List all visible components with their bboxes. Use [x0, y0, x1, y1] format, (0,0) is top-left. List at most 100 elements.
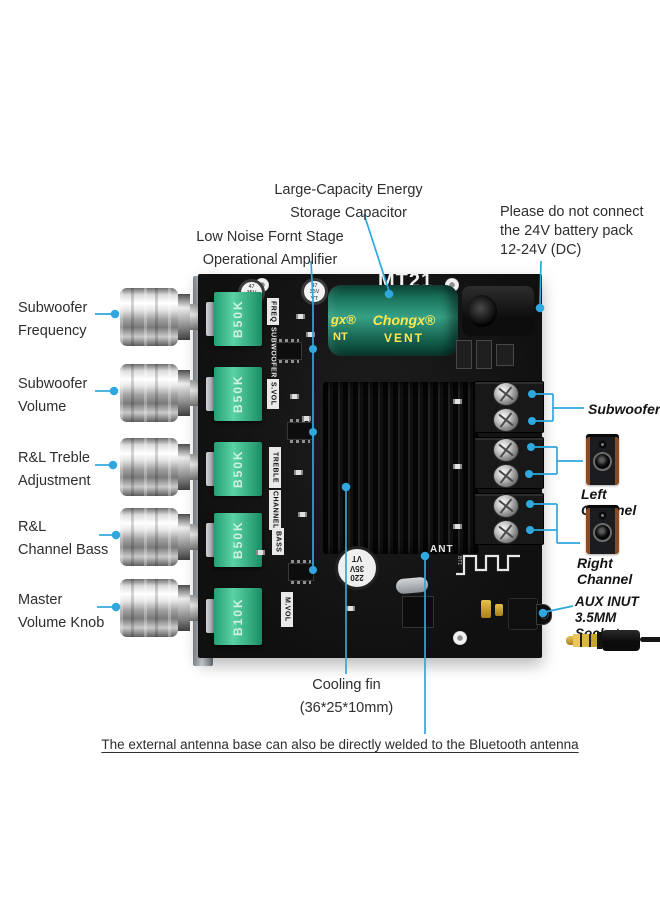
label-subwoofer-volume: Subwoofer Volume — [18, 376, 88, 415]
knob-subwoofer-volume — [120, 364, 200, 422]
knob-bass — [120, 508, 200, 566]
label-power-warning: Please do not connect the 24V battery pa… — [500, 204, 644, 258]
capacitor-brand-partial: gx® — [331, 312, 356, 327]
pot-bracket — [206, 302, 215, 336]
knob-body — [120, 364, 178, 422]
label-opamp: Low Noise Fornt Stage Operational Amplif… — [196, 229, 344, 268]
knob-collar — [178, 444, 190, 490]
label-subwoofer-output: Subwoofer — [588, 401, 660, 417]
plug-ring — [597, 632, 602, 649]
leader-treble — [95, 460, 118, 470]
capacitor-vent-partial: NT — [333, 331, 348, 343]
pot-value: B50K — [231, 520, 245, 560]
knob-body — [120, 579, 178, 637]
knob-collar — [178, 370, 190, 416]
electrolytic-capacitor-220uf: 220 35V VT — [335, 546, 379, 590]
ant-silkscreen: ANT — [430, 544, 454, 555]
smd-diode — [456, 340, 472, 369]
label-cooling-fin: Cooling fin (36*25*10mm) — [299, 677, 394, 716]
knob-nut — [190, 524, 200, 550]
smd-resistor — [296, 314, 305, 319]
pot-bracket — [206, 452, 215, 486]
capacitor-vent-mark: VENT — [383, 331, 424, 345]
terminal-screw — [493, 520, 519, 544]
terminal-screw — [493, 494, 519, 518]
terminal-screw — [493, 438, 519, 462]
opamp-ic — [276, 339, 302, 363]
smd-resistor — [294, 470, 303, 475]
pot-value: B50K — [231, 299, 245, 339]
silk-bass: BASS — [272, 528, 284, 555]
leader-subwoofer-volume — [95, 386, 119, 396]
smd-resistor — [453, 524, 462, 529]
smd-resistor — [290, 394, 299, 399]
smd-resistor — [346, 606, 355, 611]
capacitor-brand: Chongx® — [372, 312, 436, 328]
knob-body — [120, 508, 178, 566]
silk-channel: CHANNEL — [269, 490, 281, 530]
potentiometer-treble: B50K — [214, 442, 262, 496]
knob-body — [120, 438, 178, 496]
smd-resistor — [256, 550, 265, 555]
terminal-screw — [493, 464, 519, 488]
knob-master-volume — [120, 579, 200, 637]
knob-collar — [178, 514, 190, 560]
smd-resistor — [453, 399, 462, 404]
capacitor-value: 220 35V VT — [349, 554, 365, 582]
plug-body — [602, 630, 640, 651]
terminal-screw — [493, 382, 519, 406]
terminal-screw — [493, 408, 519, 432]
label-subwoofer-frequency: Subwoofer Frequency — [18, 300, 88, 339]
pot-bracket — [206, 523, 215, 557]
knob-nut — [190, 595, 200, 621]
silk-treble: TREBLE — [269, 447, 281, 488]
smd-resistor — [306, 332, 315, 337]
label-antenna-note: The external antenna base can also be di… — [101, 737, 579, 752]
label-right-channel: Right Channel — [577, 555, 633, 587]
leader-subwoofer-frequency — [95, 309, 120, 319]
smd-resistor — [302, 416, 311, 421]
bt1-silkscreen: BT1 — [456, 556, 462, 566]
pot-value: B50K — [231, 374, 245, 414]
knob-collar — [178, 294, 190, 340]
aux-socket-barrel — [536, 604, 552, 625]
knob-collar — [178, 585, 190, 631]
pcb-antenna-trace — [456, 554, 520, 576]
potentiometer-svol: B50K — [214, 367, 262, 421]
left-channel-speaker-image — [586, 434, 619, 485]
knob-nut — [190, 304, 200, 330]
pot-value: B10K — [231, 597, 245, 636]
opamp-ic — [288, 560, 314, 584]
smd-diode — [476, 340, 492, 369]
silk-svol: S.VOL — [267, 379, 279, 409]
knob-treble — [120, 438, 200, 496]
label-master-volume: Master Volume Knob — [18, 592, 105, 631]
smd-component — [496, 344, 514, 366]
smd-resistor — [298, 512, 307, 517]
silk-freq: FREQ — [267, 298, 279, 325]
right-channel-speaker-image — [586, 505, 619, 554]
electrolytic-capacitor-47uf: 47 35V VT — [301, 278, 328, 305]
plug-cable — [640, 637, 660, 642]
dc-power-jack — [462, 286, 534, 336]
energy-storage-capacitor: gx® NT Chongx® VENT — [328, 285, 458, 356]
pcb-board: MT21 47 35V VT 47 35V VT gx® NT Chongx® … — [198, 270, 552, 658]
bluetooth-chip — [402, 596, 434, 628]
silk-subwoofer: SUBWOOFER — [269, 326, 277, 378]
potentiometer-mvol: B10K — [214, 588, 262, 645]
label-treble-adjustment: R&L Treble Adjustment — [18, 450, 91, 489]
aux-plug-image — [566, 628, 660, 654]
aux-socket-housing — [508, 598, 538, 630]
pot-value: B50K — [231, 449, 245, 489]
potentiometer-bass: B50K — [214, 513, 262, 567]
label-storage-capacitor: Large-Capacity Energy Storage Capacitor — [274, 182, 423, 221]
knob-subwoofer-frequency — [120, 288, 200, 346]
potentiometer-freq: B50K — [214, 292, 262, 346]
pot-bracket — [206, 599, 215, 633]
knob-body — [120, 288, 178, 346]
pot-bracket — [206, 377, 215, 411]
opamp-ic — [287, 419, 313, 443]
plug-contacts — [573, 634, 597, 647]
knob-nut — [190, 454, 200, 480]
